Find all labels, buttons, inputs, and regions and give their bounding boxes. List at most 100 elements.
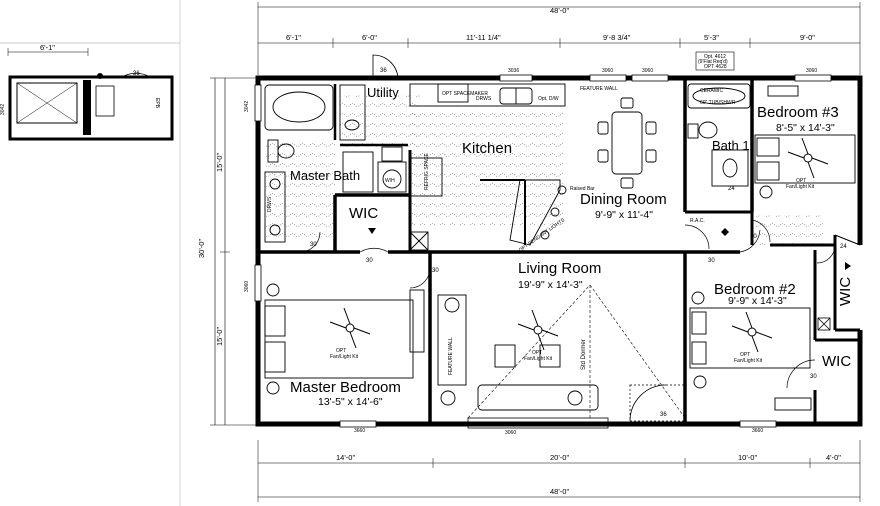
std-dormer-label: Std Dormer [581, 339, 587, 370]
utility-fixtures: W/H [342, 146, 407, 193]
bottom-seg-3: 10'-0" [738, 453, 757, 462]
room-wic-right-upper-name: WIC [837, 277, 854, 306]
room-utility-name: Utility [367, 85, 399, 100]
window-3036-label: 3036 [508, 68, 519, 74]
room-living-size: 19'-9" x 14'-3" [518, 279, 583, 291]
std-dormer [467, 284, 686, 419]
bottom-seg-1: 14'-0" [336, 453, 355, 462]
window-bedroom2 [739, 420, 777, 428]
interior-walls [258, 80, 860, 424]
opt-spacemaker-label: OPT SPACEMAKER [442, 91, 488, 97]
inset-epb-label: EPB [154, 98, 160, 109]
room-wic-master-name: WIC [349, 205, 378, 222]
feature-wall-living: FEATURE WALL [448, 337, 454, 375]
master-vanity-drws: DRWS [267, 196, 273, 212]
opt-dw-label: Opt. D/W [538, 96, 559, 102]
window-master-side [254, 264, 262, 302]
fan-bedroom3-opt: OPT [796, 178, 806, 184]
inset-width-dim: 6'-1" [40, 43, 55, 52]
room-master-bedroom-size: 13'-5" x 14'-6" [318, 396, 383, 408]
door-wic-upper-label: 24 [840, 244, 847, 250]
bath1-fixtures: CERAMIC 60" TUB/SHWR R.A.C. [687, 83, 751, 224]
window-3660-b-label: 3660 [752, 428, 763, 434]
left-seg-2: 15'-0" [215, 327, 224, 346]
master-bath-fixtures: DRWS [264, 84, 366, 243]
windows [254, 74, 832, 428]
room-bedroom3-name: Bedroom #3 [757, 104, 839, 121]
bed-bedroom2 [689, 291, 811, 389]
fan-bedroom2-opt: OPT [740, 352, 750, 358]
window-3060-left-label: 3060 [244, 281, 250, 292]
opt-4612-label: Opt. 4612 [704, 54, 726, 60]
room-bedroom3-size: 8'-5" x 14'-3" [776, 122, 835, 134]
ceiling-fan-living [517, 309, 559, 351]
door-bath1-label: 24 [728, 186, 735, 192]
opt-4612-note: (9'Flat Req'd) [698, 59, 728, 65]
tub-shwr-label: 60" TUB/SHWR [700, 100, 736, 106]
door-bedroom2-label: 30 [708, 258, 715, 264]
top-seg-1: 6'-1" [286, 33, 301, 42]
inset-plan: 6'-1" 36 EPB 3042 [0, 0, 181, 506]
bottom-dimensions: 14'-0" 20'-0" 10'-0" 4'-0" 48'-0" [257, 440, 861, 502]
front-porch: 3060 36 [467, 384, 686, 436]
room-bedroom2-name: Bedroom #2 [714, 281, 796, 298]
overall-width-top: 48'-0" [550, 6, 569, 15]
bed-master [264, 283, 414, 395]
window-bedroom3 [794, 74, 832, 82]
top-seg-3: 11'-11 1/4" [466, 33, 501, 42]
fan-living-opt: OPT [532, 350, 542, 356]
window-dining-b [631, 74, 669, 82]
room-living-name: Living Room [518, 260, 601, 277]
top-seg-2: 6'-0" [362, 33, 377, 42]
left-dimensions: 30'-0" 15'-0" 15'-0" [197, 77, 262, 426]
inset-window-label: 3042 [0, 104, 6, 115]
inset-fixture-icon [97, 73, 103, 79]
room-dining-name: Dining Room [580, 191, 667, 208]
ceramic-label: CERAMIC [700, 88, 723, 94]
room-bedroom2-size: 9'-9" x 14'-3" [728, 295, 787, 307]
opt-4628-label: OPT 4628 [704, 64, 727, 70]
rac-label: R.A.C. [690, 218, 705, 224]
front-door-label: 36 [660, 412, 667, 418]
bed-bedroom3 [754, 85, 856, 411]
door-living-label: 30 [432, 268, 439, 274]
window-3660-a-label: 3660 [354, 428, 365, 434]
left-seg-1: 15'-0" [215, 153, 224, 172]
wh-label: W/H [385, 178, 395, 184]
window-3042-label: 3042 [244, 101, 250, 112]
kitchen-drws-label: DRWS [476, 96, 492, 102]
door-wic-lower-label: 30 [810, 374, 817, 380]
window-3060-a-label: 3060 [602, 68, 613, 74]
entry-door-top[interactable]: 36 [372, 54, 399, 79]
overall-depth-dim: 30'-0" [197, 239, 206, 258]
entry-door-top-label: 36 [380, 68, 387, 74]
ceiling-fan-bedroom2 [731, 311, 773, 353]
top-seg-5: 5'-3" [704, 33, 719, 42]
fan-master-label: Fan/Light Kit [330, 354, 359, 360]
window-3060-c-label: 3060 [806, 68, 817, 74]
room-dining-size: 9'-9" x 11'-4" [595, 209, 653, 221]
fan-living-label: Fan/Light Kit [524, 356, 553, 362]
wic-markers [368, 228, 851, 270]
inset-door-label: 36 [133, 71, 140, 77]
ceiling-fan-bedroom3 [787, 137, 829, 179]
door-bedroom3-label: 30 [750, 234, 757, 240]
register-boxes [817, 317, 831, 331]
fan-bedroom3-label: Fan/Light Kit [786, 184, 815, 190]
door-masterbath-label: 30 [310, 242, 317, 248]
room-master-bedroom-name: Master Bedroom [290, 379, 401, 396]
window-dining-a [589, 74, 627, 82]
room-kitchen-name: Kitchen [462, 140, 512, 157]
room-master-bath-name: Master Bath [290, 168, 360, 183]
ceiling-fan-master [329, 307, 371, 349]
window-master-bath [254, 84, 262, 122]
fan-bedroom2-label: Fan/Light Kit [734, 358, 763, 364]
interior-doors [299, 219, 836, 389]
overall-width-bottom: 48'-0" [550, 487, 569, 496]
window-master [339, 420, 377, 428]
living-furniture: FEATURE WALL [409, 289, 599, 411]
bottom-seg-4: 4'-0" [826, 453, 841, 462]
top-dimensions: 48'-0" 6'-1" 6'-0" 11'-11 1/4" 9'-8 3/4"… [257, 2, 861, 75]
raised-bar-label: Raised Bar [570, 186, 595, 192]
